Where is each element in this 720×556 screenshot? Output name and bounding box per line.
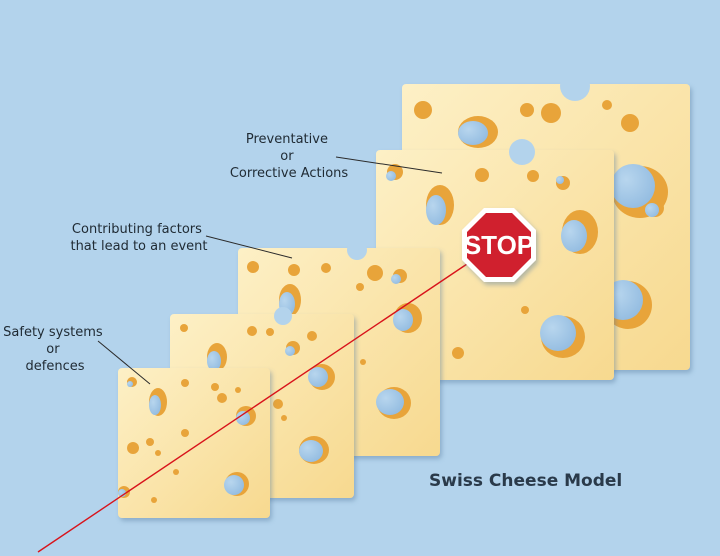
- label-contributing-factors: Contributing factors that lead to an eve…: [70, 222, 207, 254]
- cheese-slice-1: [118, 368, 270, 518]
- stop-sign-text: STOP: [464, 230, 534, 260]
- leader-line-preventative: [335, 156, 443, 174]
- hazard-trajectory-line: [37, 261, 471, 553]
- stop-sign-icon: STOP: [462, 208, 536, 282]
- leader-line-safety: [97, 340, 151, 385]
- label-preventative: Preventative or Corrective Actions: [230, 132, 349, 181]
- diagram-title: Swiss Cheese Model: [429, 471, 622, 491]
- label-safety-systems: Safety systems or defences: [3, 325, 107, 374]
- leader-line-contributing: [205, 235, 293, 259]
